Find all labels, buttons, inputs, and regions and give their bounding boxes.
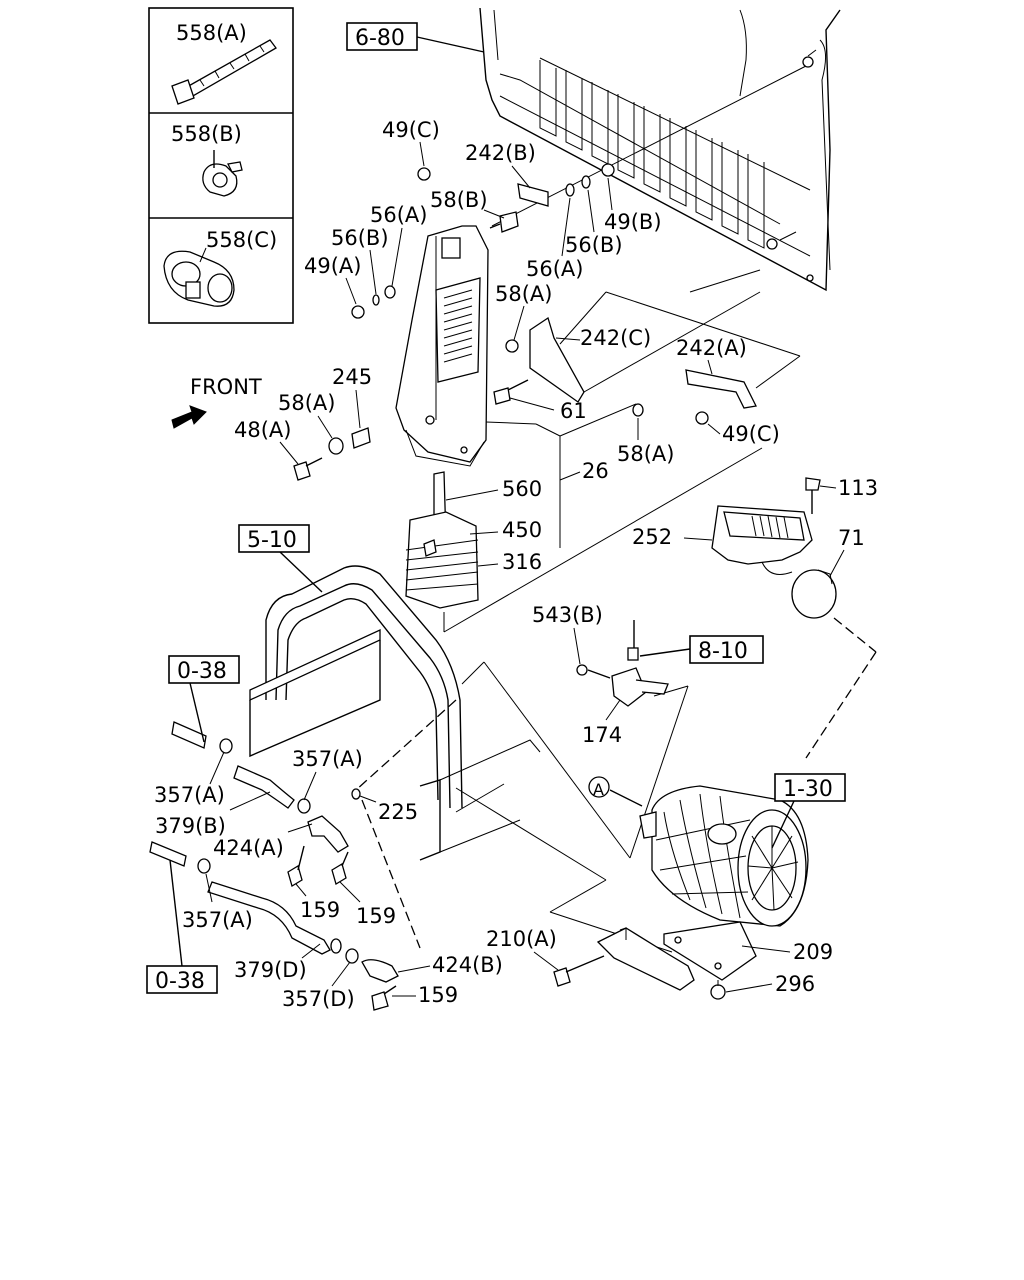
ref-6-80[interactable]: 6-80 [355, 26, 405, 51]
label-245: 245 [332, 365, 372, 389]
label-48a: 48(A) [234, 418, 291, 442]
air-duct-drawing [395, 225, 489, 467]
label-242b: 242(B) [465, 141, 536, 165]
label-242a: 242(A) [676, 336, 747, 360]
ref-box-0-38-top[interactable] [168, 655, 240, 684]
label-252: 252 [632, 525, 672, 549]
label-113: 113 [838, 476, 878, 500]
label-558a: 558(A) [176, 21, 247, 45]
dashed-leaders [355, 617, 877, 949]
ref-1-30[interactable]: 1-30 [783, 777, 833, 802]
front-label: FRONT [190, 375, 262, 399]
front-arrow-icon [171, 405, 207, 429]
tie-strap-icon [171, 39, 277, 105]
label-357a-3: 357(A) [182, 908, 253, 932]
label-357a-1: 357(A) [292, 747, 363, 771]
label-49a: 49(A) [304, 254, 361, 278]
label-174: 174 [582, 723, 622, 747]
label-543b: 543(B) [532, 603, 603, 627]
label-424a: 424(A) [213, 836, 284, 860]
ref-box-1-30[interactable] [774, 773, 846, 802]
label-558b: 558(B) [171, 122, 242, 146]
ref-box-5-10[interactable] [238, 524, 310, 553]
label-159-2: 159 [356, 904, 396, 928]
label-316: 316 [502, 550, 542, 574]
ref-box-6-80[interactable] [346, 22, 418, 51]
label-71: 71 [838, 526, 865, 550]
label-225: 225 [378, 800, 418, 824]
label-242c: 242(C) [580, 326, 651, 350]
leader-lines-upper [443, 269, 801, 633]
callout-a-letter: A [593, 780, 604, 799]
label-58b: 58(B) [430, 188, 488, 212]
label-58a-lower: 58(A) [617, 442, 674, 466]
ref-8-10[interactable]: 8-10 [698, 639, 748, 664]
frame-rail-drawing [249, 565, 541, 861]
label-56b-left: 56(B) [331, 226, 389, 250]
label-61: 61 [560, 399, 587, 423]
label-159-3: 159 [418, 983, 458, 1007]
label-379b: 379(B) [155, 814, 226, 838]
intake-adapter-drawing [711, 477, 837, 619]
front-arrow: FRONT [171, 375, 262, 429]
label-56a-left: 56(A) [370, 203, 427, 227]
ref-5-10[interactable]: 5-10 [247, 528, 297, 553]
label-58a-upper: 58(A) [495, 282, 552, 306]
duct-boot-drawing [405, 471, 479, 609]
label-49b: 49(B) [604, 210, 662, 234]
mount-bracket-drawing [553, 921, 757, 1000]
air-cleaner-drawing [639, 785, 809, 927]
label-58a-left: 58(A) [278, 391, 335, 415]
clip-legend-panel: 558(A) 558(B) 558(C) [148, 7, 294, 324]
label-424b: 424(B) [432, 953, 503, 977]
clamp-clip-icon [163, 250, 235, 307]
label-357a-2: 357(A) [154, 783, 225, 807]
sensor-drawing [576, 620, 669, 707]
label-210a: 210(A) [486, 927, 557, 951]
label-56b-right: 56(B) [565, 233, 623, 257]
label-159-1: 159 [300, 898, 340, 922]
ref-box-8-10[interactable] [689, 635, 764, 664]
callout-circle-a: A [588, 776, 643, 807]
ref-box-0-38-bottom[interactable] [146, 965, 218, 994]
label-560: 560 [502, 477, 542, 501]
part-labels: 49(C) 242(B) 58(B) 56(A) 56(B) 49(A) 49(… [154, 118, 878, 1011]
label-379d: 379(D) [234, 958, 307, 982]
hardware-parts [293, 163, 757, 481]
label-56a-right: 56(A) [526, 257, 583, 281]
label-49c-right: 49(C) [722, 422, 780, 446]
label-26: 26 [582, 459, 609, 483]
label-209: 209 [793, 940, 833, 964]
push-clip-icon [202, 150, 243, 197]
label-296: 296 [775, 972, 815, 996]
label-49c-top: 49(C) [382, 118, 440, 142]
label-357d: 357(D) [282, 987, 355, 1011]
ref-0-38-top[interactable]: 0-38 [177, 659, 227, 684]
cab-panel-drawing [479, 7, 841, 292]
label-450: 450 [502, 518, 542, 542]
ref-0-38-bottom[interactable]: 0-38 [155, 969, 205, 994]
hose-assembly-drawing [149, 721, 399, 1011]
label-558c: 558(C) [206, 228, 277, 252]
